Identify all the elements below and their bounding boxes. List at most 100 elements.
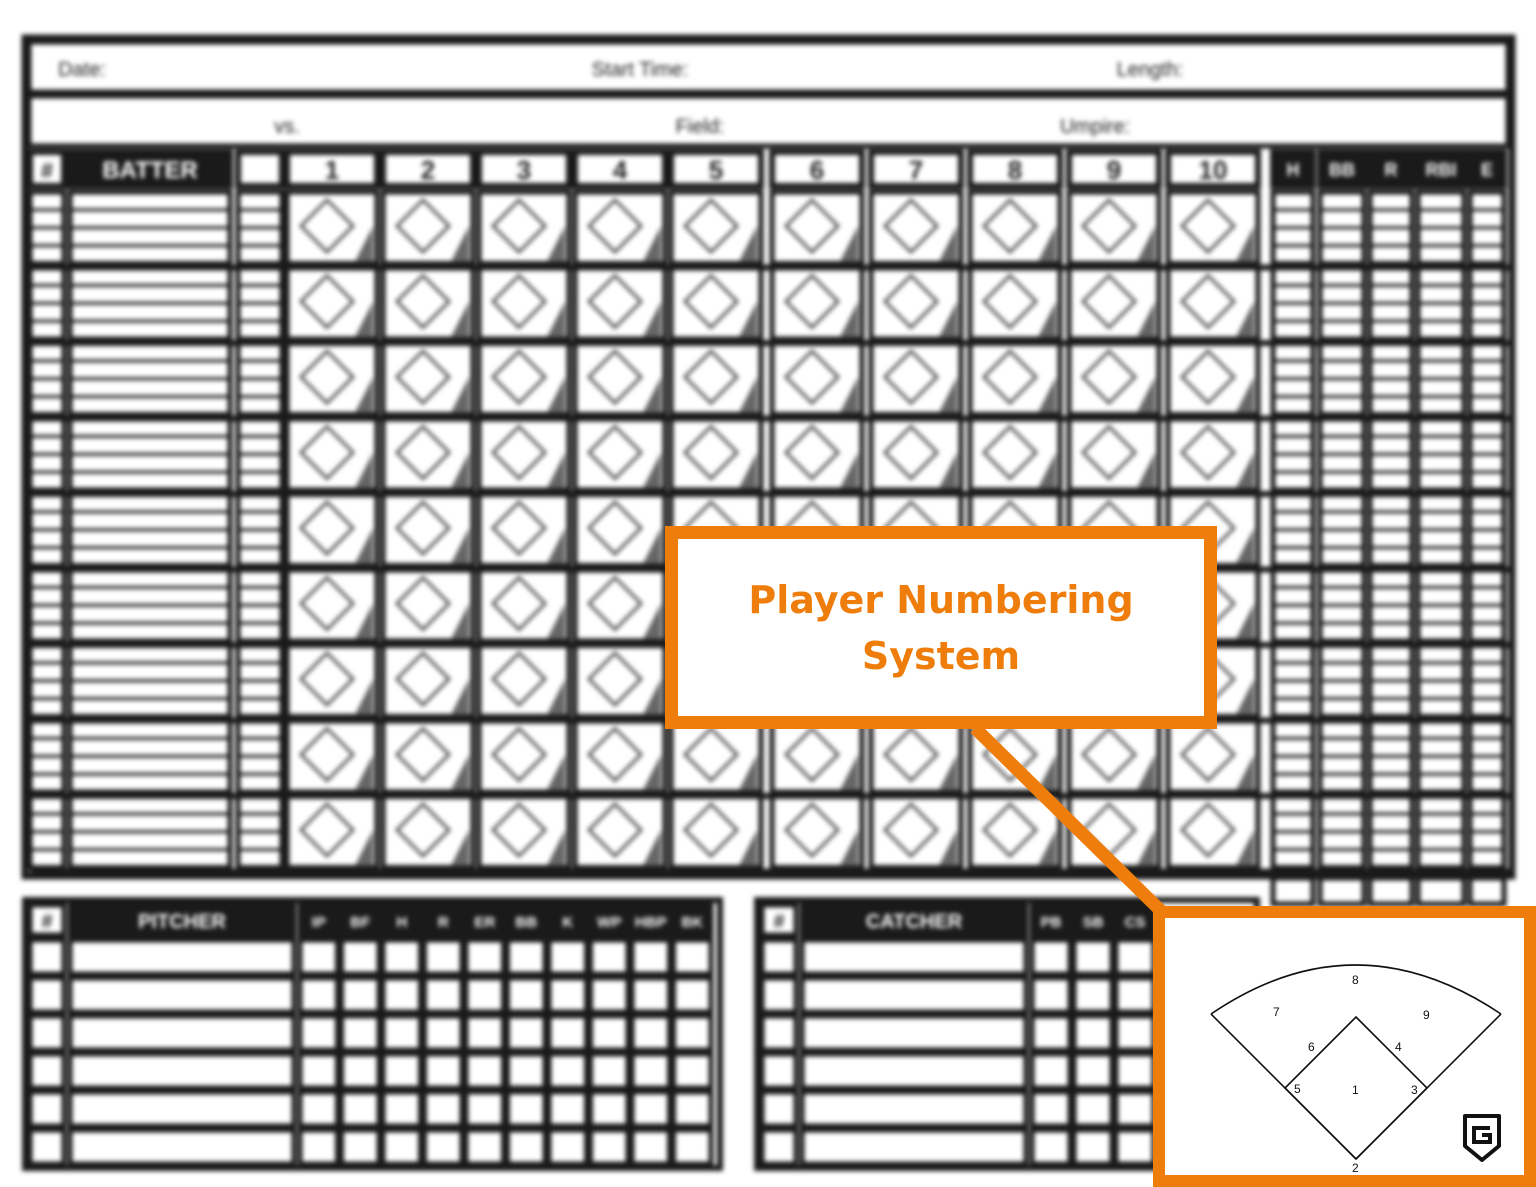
inning-cell [284, 793, 380, 870]
base-diamond [1179, 801, 1237, 859]
base-diamond [981, 424, 1039, 481]
pitch-count-steps [547, 226, 565, 262]
inning-header-text: 4 [613, 155, 628, 185]
stat-total-cell [1270, 875, 1316, 907]
inning-cell [380, 189, 476, 266]
base-diamond [882, 348, 940, 406]
inning-header-text: 3 [517, 155, 531, 185]
stat-header [1467, 149, 1507, 189]
inning-cell [380, 718, 476, 795]
catcher-name-cell [799, 975, 1029, 1015]
inning-header [476, 149, 572, 189]
pitch-count-steps [355, 679, 373, 715]
pitch-count-steps [1137, 226, 1155, 262]
outfield-fence [1210, 964, 1502, 1015]
pitcher-stat-cell [671, 937, 714, 977]
base-diamond [586, 650, 644, 708]
pitch-count-steps [355, 754, 373, 790]
base-diamond [882, 801, 940, 859]
pitcher-number-cell [27, 1051, 67, 1091]
pitch-count-steps [1236, 830, 1254, 866]
inning-cell [284, 642, 380, 719]
inning-cell [769, 416, 865, 493]
header-row-2 [26, 93, 1511, 149]
pitch-count-steps [355, 452, 373, 488]
catcher-number-cell [759, 1013, 799, 1053]
inning-cell [284, 265, 380, 342]
catcher-stat-cell [1113, 937, 1157, 977]
position-8-label: 8 [1352, 973, 1359, 987]
pitcher-stat-cell [297, 937, 340, 977]
base-diamond [1080, 273, 1138, 330]
catcher-stat-cell [1029, 1013, 1073, 1053]
stat-total-cell [1367, 875, 1415, 907]
base-diamond [586, 575, 644, 632]
date-label: Date: [58, 59, 106, 81]
pitch-count-steps [547, 452, 565, 488]
inning-cell [380, 340, 476, 417]
pitcher-stat-header [546, 902, 589, 938]
pitcher-stat-cell [380, 937, 423, 977]
pitch-count-steps [643, 830, 661, 866]
pitcher-stat-header-text: ER [474, 914, 495, 931]
stat-header-text: R [1385, 160, 1398, 180]
inning-cell [476, 718, 572, 795]
pitcher-stat-cell [339, 975, 382, 1015]
position-3-label: 3 [1411, 1083, 1418, 1097]
pitcher-stat-cell [297, 1127, 340, 1167]
base-diamond [586, 273, 644, 330]
inning-cell [668, 265, 764, 342]
base-diamond [586, 197, 644, 255]
base-diamond [586, 348, 644, 406]
catcher-stat-cell [1071, 1013, 1115, 1053]
pitch-count-steps [547, 377, 565, 413]
catcher-name-cell [799, 1051, 1029, 1091]
base-diamond [882, 726, 940, 783]
inning-header [1165, 149, 1261, 189]
catcher-header-number [759, 902, 799, 938]
pitcher-stat-cell [505, 975, 548, 1015]
catcher-name-cell [799, 1127, 1029, 1167]
pitch-count-steps [451, 452, 469, 488]
stat-header-text: RBI [1426, 160, 1457, 180]
position-9-label: 9 [1423, 1008, 1430, 1022]
catcher-stat-cell [1113, 1013, 1157, 1053]
pitcher-stat-cell [588, 1089, 631, 1129]
inning-cell [380, 265, 476, 342]
inning-cell [769, 189, 865, 266]
pitcher-stat-cell [422, 1013, 465, 1053]
pitch-count-steps [739, 452, 757, 488]
base-diamond [298, 348, 356, 406]
pitch-count-steps [1038, 830, 1056, 866]
base-diamond [1080, 197, 1138, 255]
base-diamond [298, 650, 356, 708]
base-diamond [394, 348, 452, 406]
catcher-stat-cell [1029, 937, 1073, 977]
pitch-count-steps [840, 452, 858, 488]
catcher-header-name-text: CATCHER [866, 911, 963, 933]
pitch-count-steps [451, 754, 469, 790]
pitch-count-steps [1236, 301, 1254, 337]
base-diamond [1179, 273, 1237, 330]
inning-cell [1066, 189, 1162, 266]
base-diamond [490, 650, 548, 708]
pitcher-name-cell [67, 1127, 297, 1167]
base-diamond [882, 197, 940, 255]
pitcher-stat-cell [505, 1013, 548, 1053]
base-diamond [298, 499, 356, 557]
pitcher-stat-cell [297, 975, 340, 1015]
stat-total-cell [1317, 875, 1367, 907]
col-header-batter-text: BATTER [102, 157, 198, 184]
pitch-count-steps [939, 226, 957, 262]
inning-header [668, 149, 764, 189]
catcher-stat-cell [1113, 1127, 1157, 1167]
base-diamond [394, 424, 452, 481]
pitch-count-steps [547, 754, 565, 790]
pitcher-stat-cell [463, 1051, 506, 1091]
pitch-count-steps [939, 452, 957, 488]
inning-header-text: 5 [709, 155, 723, 185]
pitcher-stat-cell [339, 1051, 382, 1091]
pitch-count-steps [1137, 452, 1155, 488]
pitch-count-steps [451, 679, 469, 715]
